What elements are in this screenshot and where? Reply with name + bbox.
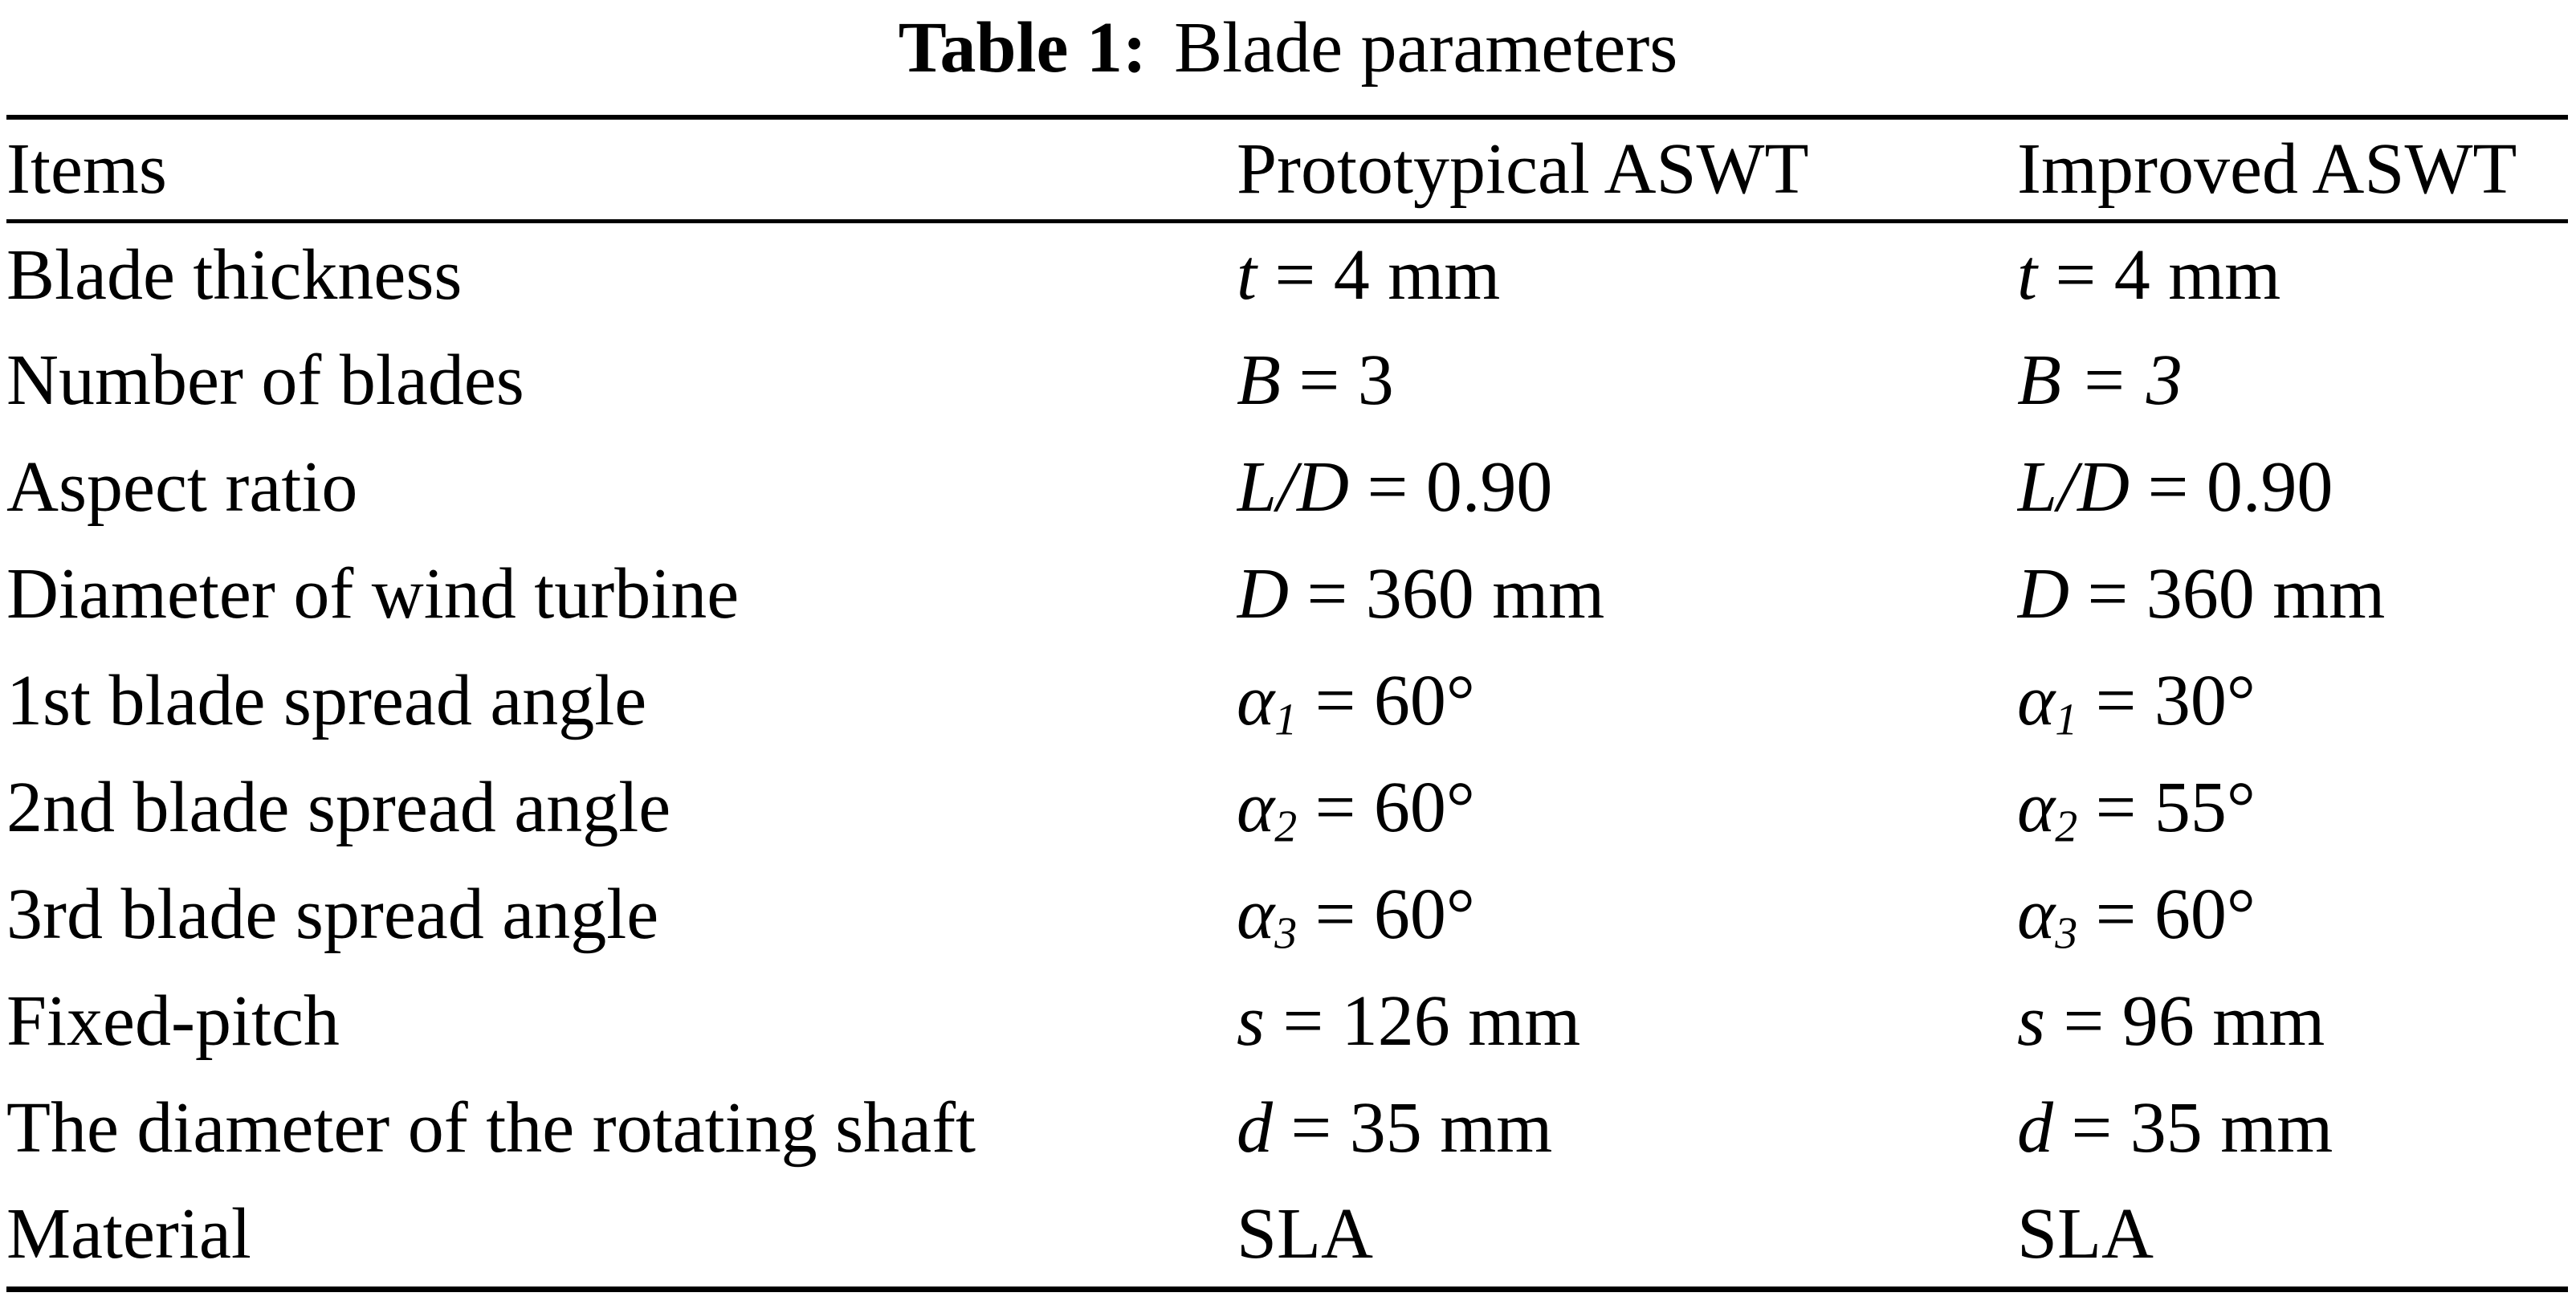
proto-rest: SLA [1237,1193,1374,1274]
row-improved-value: L/D = 0.90 [2017,434,2568,541]
proto-subscript: 2 [1274,801,1298,852]
row-improved-value: α2 = 55° [2017,755,2568,862]
improved-rest: SLA [2017,1193,2154,1274]
row-item-label: 3rd blade spread angle [6,875,659,955]
row-item-label: Diameter of wind turbine [6,554,740,634]
row-item-label: Material [6,1193,251,1274]
proto-subscript: 1 [1274,695,1298,745]
proto-variable: L/D [1237,447,1350,528]
improved-subscript: 2 [2055,801,2078,852]
improved-rest: = 4 mm [2037,234,2281,315]
proto-rest: = 3 [1280,340,1394,421]
proto-variable: B [1237,340,1281,421]
improved-variable: α [2017,661,2056,741]
row-improved-value: α1 = 30° [2017,648,2568,755]
proto-variable: α [1237,875,1275,955]
improved-variable: D [2017,554,2069,634]
improved-rest: = 30° [2077,661,2256,741]
row-item-label: Blade thickness [6,234,463,315]
row-proto-value: α1 = 60° [1237,648,2017,755]
improved-subscript: 1 [2055,695,2078,745]
improved-rest: = 360 mm [2069,554,2386,634]
row-proto-value: t = 4 mm [1237,221,2017,328]
proto-rest: = 60° [1297,661,1475,741]
improved-variable: t [2017,234,2038,315]
row-proto-value: L/D = 0.90 [1237,434,2017,541]
proto-rest: = 4 mm [1257,234,1501,315]
table-row: Material SLA SLA [6,1182,2568,1289]
blade-parameters-table: Items Prototypical ASWT Improved ASWT Bl… [6,115,2568,1292]
proto-subscript: 3 [1274,908,1298,959]
improved-variable: L/D [2017,447,2130,528]
improved-rest: = 0.90 [2130,447,2333,528]
row-improved-value: D = 360 mm [2017,541,2568,648]
proto-rest: = 60° [1297,768,1475,848]
improved-rest: = 55° [2077,768,2256,848]
improved-variable: α [2017,768,2056,848]
proto-rest: = 60° [1297,875,1475,955]
table-header: Items Prototypical ASWT Improved ASWT [6,117,2568,223]
proto-variable: d [1237,1088,1273,1168]
improved-variable: d [2017,1088,2053,1168]
table-caption: Table 1: Blade parameters [0,6,2576,90]
improved-rest-italic: = 3 [2060,340,2183,421]
row-improved-value: B = 3 [2017,328,2568,434]
row-proto-value: SLA [1237,1182,2017,1289]
row-improved-value: t = 4 mm [2017,221,2568,328]
row-item-label: Fixed-pitch [6,981,340,1062]
proto-variable: t [1237,234,1257,315]
proto-variable: α [1237,768,1275,848]
header-prototypical-aswt: Prototypical ASWT [1237,117,2017,223]
improved-subscript: 3 [2055,908,2078,959]
proto-variable: α [1237,661,1275,741]
proto-rest: = 0.90 [1349,447,1553,528]
row-item-label: The diameter of the rotating shaft [6,1088,976,1168]
table-caption-text: Blade parameters [1174,8,1678,88]
row-item-label: 1st blade spread angle [6,661,647,741]
row-proto-value: α3 = 60° [1237,862,2017,968]
proto-variable: D [1237,554,1289,634]
row-item-label: 2nd blade spread angle [6,768,671,848]
row-improved-value: α3 = 60° [2017,862,2568,968]
improved-rest: = 60° [2077,875,2256,955]
header-row: Items Prototypical ASWT Improved ASWT [6,117,2568,223]
row-proto-value: s = 126 mm [1237,968,2017,1075]
row-improved-value: SLA [2017,1182,2568,1289]
improved-variable: B [2017,340,2061,421]
row-proto-value: D = 360 mm [1237,541,2017,648]
row-improved-value: d = 35 mm [2017,1075,2568,1182]
proto-rest: = 360 mm [1289,554,1605,634]
improved-variable: s [2017,981,2046,1062]
improved-rest: = 35 mm [2053,1088,2333,1168]
proto-rest: = 35 mm [1273,1088,1553,1168]
improved-rest: = 96 mm [2045,981,2325,1062]
table-caption-number: Table 1: [898,8,1147,88]
row-proto-value: α2 = 60° [1237,755,2017,862]
row-item-label: Aspect ratio [6,447,358,528]
proto-variable: s [1237,981,1266,1062]
row-item-label: Number of blades [6,340,524,421]
table-row: The diameter of the rotating shaft d = 35… [6,1075,2568,1182]
header-items: Items [6,117,1237,223]
row-proto-value: d = 35 mm [1237,1075,2017,1182]
row-improved-value: s = 96 mm [2017,968,2568,1075]
improved-variable: α [2017,875,2056,955]
row-proto-value: B = 3 [1237,328,2017,434]
proto-rest: = 126 mm [1265,981,1581,1062]
header-improved-aswt: Improved ASWT [2017,117,2568,223]
